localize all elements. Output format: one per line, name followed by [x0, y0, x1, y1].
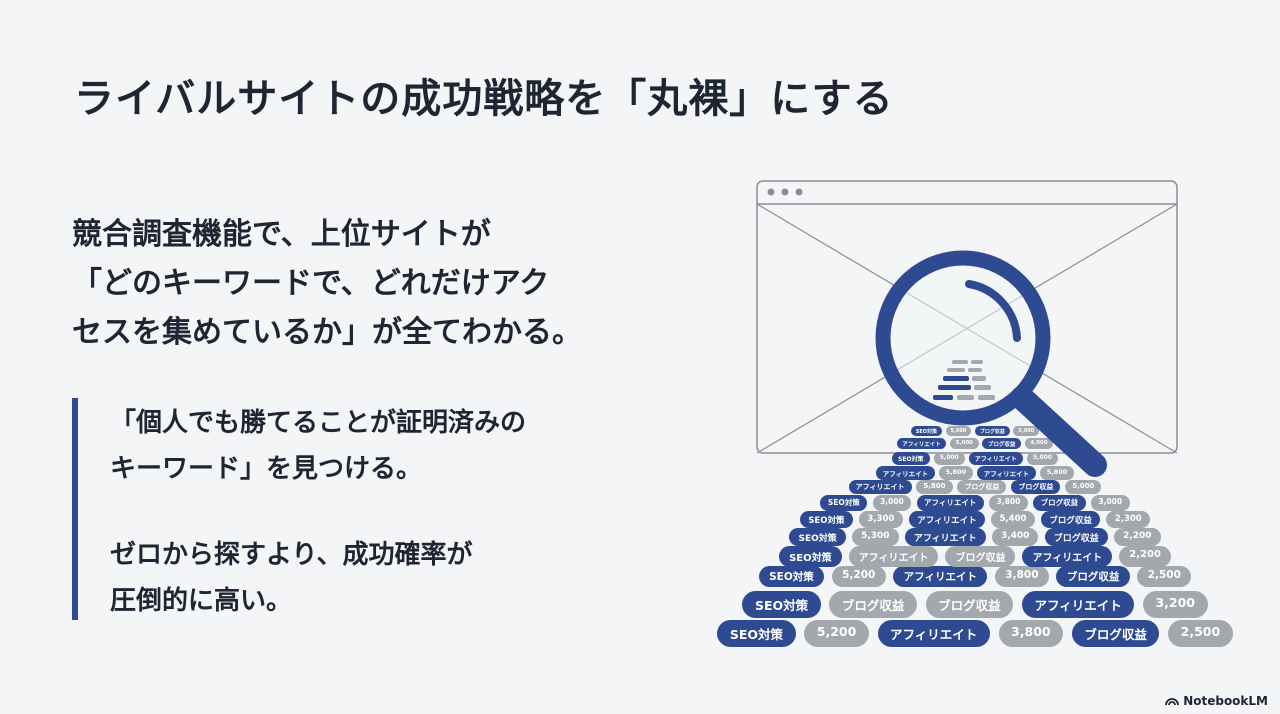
slide-title: ライバルサイトの成功戦略を「丸裸」にする [74, 76, 894, 122]
keyword-pill: ブログ収益 [974, 426, 1010, 436]
lead-line: セスを集めているか」が全てわかる。 [72, 315, 582, 350]
keyword-pill: ブログ収益 [1071, 620, 1160, 647]
keyword-pill: 5,000 [933, 452, 965, 465]
keyword-pill: アフィリエイト [1022, 546, 1113, 567]
lead-line: 「どのキーワードで、どれだけアク [72, 266, 550, 301]
keyword-pill: 3,000 [872, 495, 912, 511]
keyword-pill: アフィリエイト [977, 466, 1036, 480]
keyword-pill: SEO対策 [742, 591, 821, 618]
keyword-pill: 5,800 [916, 480, 953, 495]
keyword-pill: アフィリエイト [904, 528, 986, 547]
keyword-pill: 2,500 [1168, 620, 1233, 647]
keyword-row: アフィリエイト 5,800 ブログ収益ブログ収益 5,000 [740, 480, 1210, 495]
keyword-pill: アフィリエイト [896, 438, 947, 450]
quote-line: キーワード」を見つける。 [110, 454, 423, 484]
keyword-pill: ブログ収益 [1056, 566, 1130, 588]
keyword-pill: 5,800 [939, 466, 973, 480]
keyword-pill: 3,800 [998, 620, 1064, 647]
keyword-pill: ブログ収益 [1011, 480, 1061, 495]
keyword-pill: ブログ収益 [982, 438, 1021, 450]
keyword-row: SEO対策 5,200 アフィリエイト 3,800 ブログ収益 2,500 [740, 566, 1210, 588]
keyword-pill: SEO対策 [789, 528, 846, 547]
keyword-pill: 3,400 [991, 528, 1039, 547]
keyword-pill: 3,800 [989, 495, 1028, 511]
keyword-pill: SEO対策 [799, 511, 853, 529]
keyword-pill: SEO対策 [758, 566, 825, 588]
brand-name: NotebookLM [1183, 694, 1268, 708]
keyword-pill: アフィリエイト [848, 546, 939, 567]
keyword-pill: ブログ収益 [1040, 511, 1101, 529]
keyword-pill: 5,200 [804, 620, 869, 647]
keyword-row: SEO対策 5,300 アフィリエイト 3,400 ブログ収益 2,200 [740, 528, 1210, 547]
quote-accent-bar [72, 398, 78, 620]
quote-paragraph: ゼロから探すより、成功確率が 圧倒的に高い。 [110, 532, 526, 624]
keyword-pill: ブログ収益 [1044, 528, 1108, 547]
keyword-pill: 4,000 [1024, 438, 1054, 450]
keyword-pill: SEO対策 [910, 426, 943, 436]
keyword-pill: 5,000 [945, 426, 972, 436]
keyword-pill: 5,400 [991, 511, 1035, 529]
keyword-pill: 3,000 [1090, 495, 1130, 511]
keyword-pill: アフィリエイト [877, 620, 990, 647]
quote-line: 圧倒的に高い。 [110, 586, 293, 616]
keyword-pill: 3,800 [994, 566, 1050, 588]
keyword-pill: 2,200 [1119, 546, 1171, 567]
keyword-pill: アフィリエイト [908, 511, 986, 529]
keyword-pill: アフィリエイト [968, 452, 1023, 465]
keyword-pill: ブログ収益 [957, 480, 1007, 495]
keyword-pill: アフィリエイト [1021, 591, 1135, 618]
notebooklm-logo-icon [1165, 698, 1180, 706]
keyword-pill: SEO対策 [820, 495, 868, 511]
quote-line: 「個人でも勝てることが証明済みの [110, 408, 527, 438]
keyword-pill: アフィリエイト [893, 566, 988, 588]
keyword-pill: 3,200 [1142, 591, 1208, 618]
keyword-pill: 5,000 [1013, 426, 1040, 436]
keyword-pill: アフィリエイト [916, 495, 984, 511]
keyword-pill: 5,300 [852, 528, 899, 547]
keyword-pill: 5,800 [1040, 466, 1074, 480]
keyword-pill: 5,000 [1026, 452, 1058, 465]
lead-text: 競合調査機能で、上位サイトが 「どのキーワードで、どれだけアク セスを集めている… [72, 210, 692, 357]
keyword-pill: 5,200 [831, 566, 886, 588]
keyword-pill: ブログ収益 [945, 546, 1016, 567]
keyword-pill: SEO対策 [717, 620, 796, 647]
keyword-pill: ブログ収益 [829, 591, 917, 618]
keyword-pill: 5,000 [950, 438, 979, 450]
lead-line: 競合調査機能で、上位サイトが [72, 217, 491, 252]
quote-block: 「個人でも勝てることが証明済みの キーワード」を見つける。 ゼロから探すより、成… [110, 400, 526, 624]
keyword-pill: 2,300 [1106, 511, 1151, 529]
quote-line: ゼロから探すより、成功確率が [110, 540, 473, 570]
keyword-pill: アフィリエイト [876, 466, 935, 480]
quote-paragraph: 「個人でも勝てることが証明済みの キーワード」を見つける。 [110, 400, 526, 492]
keyword-pill: ブログ収益 [1033, 495, 1086, 511]
keyword-pill: 5,000 [1065, 480, 1102, 495]
keyword-row: SEO対策 5,200 アフィリエイト 3,800 ブログ収益 2,500 [717, 620, 1233, 647]
keyword-row: アフィリエイト 5,800 アフィリエイト 5,800 [740, 466, 1210, 480]
keyword-pill: 3,300 [858, 511, 903, 529]
keyword-row: SEO対策 3,300 アフィリエイト 5,400 ブログ収益 2,300 [740, 511, 1210, 529]
keyword-pill: 2,500 [1137, 566, 1192, 588]
keyword-pill: 2,200 [1114, 528, 1161, 547]
keyword-pill: ブログ収益 [925, 591, 1014, 618]
keyword-pill: SEO対策 [779, 546, 842, 567]
keyword-pill: アフィリエイト [848, 480, 912, 495]
magnifying-glass-icon [875, 250, 1107, 477]
brand-watermark: NotebookLM [1165, 694, 1268, 708]
keyword-pill: SEO対策 [892, 452, 930, 465]
